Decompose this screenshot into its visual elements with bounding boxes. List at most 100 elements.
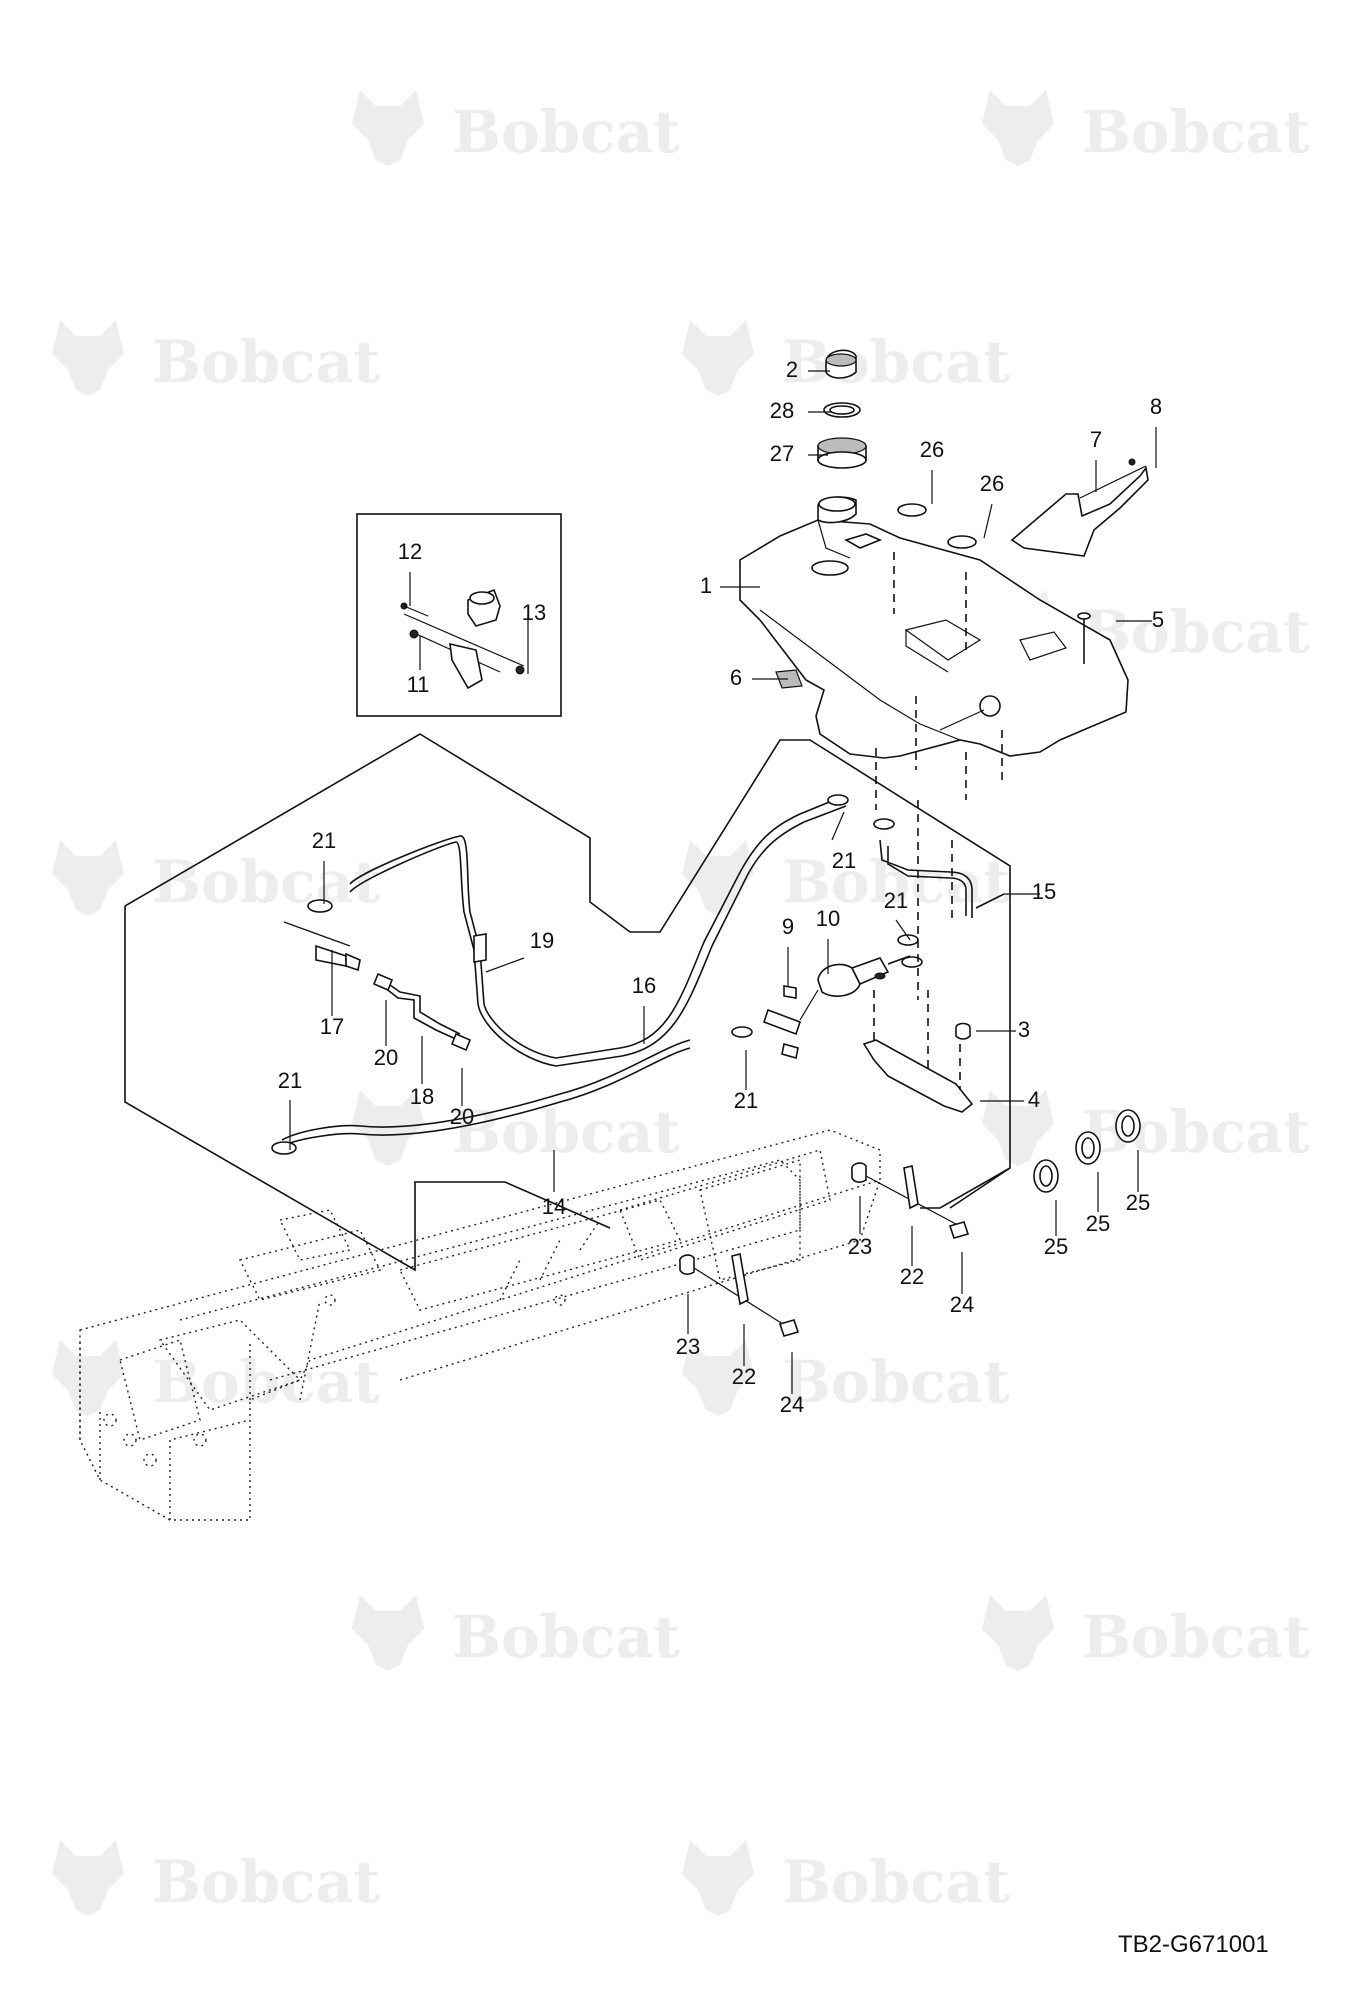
callout-number: 21 <box>312 828 336 853</box>
callout-c19: 19 <box>485 928 554 973</box>
watermark-brand-text: Bobcat <box>152 328 380 396</box>
callout-c26b: 26 <box>980 471 1004 539</box>
bobcat-watermark: Bobcat <box>52 1340 380 1416</box>
callout-c12: 12 <box>398 539 422 606</box>
filler-cap-assembly <box>817 349 977 549</box>
callout-c21a: 21 <box>312 828 336 904</box>
watermark-brand-text: Bobcat <box>152 1848 380 1916</box>
callout-number: 21 <box>884 888 908 913</box>
bobcat-logo-icon <box>682 1340 754 1416</box>
callout-number: 5 <box>1152 607 1164 632</box>
callout-number: 21 <box>734 1088 758 1113</box>
callout-number: 9 <box>782 914 794 939</box>
bobcat-logo-icon <box>52 320 124 396</box>
bobcat-logo-icon <box>352 90 424 166</box>
bobcat-watermark: Bobcat <box>982 1595 1310 1671</box>
bobcat-watermark: Bobcat <box>352 1090 680 1166</box>
callout-number: 23 <box>848 1234 872 1259</box>
callout-c27: 27 <box>770 441 828 466</box>
dashed-leaders <box>875 696 1003 1000</box>
bobcat-logo-icon <box>982 1595 1054 1671</box>
inset-detail-box <box>356 513 562 717</box>
callout-c6: 6 <box>730 665 788 690</box>
callout-c21b: 21 <box>278 1068 302 1150</box>
watermark-brand-text: Bobcat <box>152 1348 380 1416</box>
callout-number: 21 <box>832 848 856 873</box>
watermark-brand-text: Bobcat <box>782 1848 1010 1916</box>
bobcat-watermark: Bobcat <box>52 320 380 396</box>
callout-number: 25 <box>1086 1211 1110 1236</box>
bobcat-logo-icon <box>52 840 124 916</box>
callout-number: 23 <box>676 1334 700 1359</box>
callout-number: 7 <box>1090 427 1102 452</box>
callout-c25a: 25 <box>1126 1150 1150 1215</box>
watermark-brand-text: Bobcat <box>452 1603 680 1671</box>
callout-number: 17 <box>320 1014 344 1039</box>
callout-number: 12 <box>398 539 422 564</box>
callout-c25b: 25 <box>1086 1172 1110 1236</box>
bobcat-logo-icon <box>682 840 754 916</box>
bobcat-watermark: Bobcat <box>682 840 1010 916</box>
callout-c18: 18 <box>410 1036 434 1109</box>
callout-c26a: 26 <box>920 437 944 504</box>
callout-number: 25 <box>1126 1190 1150 1215</box>
bobcat-logo-icon <box>52 1840 124 1916</box>
callout-c4: 4 <box>980 1087 1040 1112</box>
callout-number: 4 <box>1028 1087 1040 1112</box>
callout-c25c: 25 <box>1044 1200 1068 1259</box>
bobcat-watermark: Bobcat <box>682 1840 1010 1916</box>
filter-bracket <box>862 972 974 1113</box>
callout-c2: 2 <box>786 357 830 382</box>
tank-strap <box>775 458 1149 689</box>
callout-number: 28 <box>770 398 794 423</box>
callout-c22a: 22 <box>900 1226 924 1289</box>
callout-c21c: 21 <box>734 1050 758 1113</box>
callout-number: 3 <box>1018 1017 1030 1042</box>
callout-number: 13 <box>522 600 546 625</box>
callout-c13: 13 <box>522 600 546 674</box>
callout-c21e: 21 <box>884 888 911 941</box>
callout-leader-line <box>485 957 525 973</box>
bobcat-watermark: Bobcat <box>52 840 380 916</box>
bobcat-logo-icon <box>682 1840 754 1916</box>
callout-c20b: 20 <box>450 1068 474 1129</box>
watermark-brand-text: Bobcat <box>782 328 1010 396</box>
frame-clamp-hardware <box>679 1162 970 1337</box>
watermark-brand-text: Bobcat <box>452 1098 680 1166</box>
fuel-hoses <box>281 795 1005 1147</box>
watermark-brand-text: Bobcat <box>1082 1603 1310 1671</box>
callout-number: 18 <box>410 1084 434 1109</box>
callout-leader-line <box>831 811 845 841</box>
callout-c23a: 23 <box>848 1196 872 1259</box>
callout-number: 15 <box>1032 879 1056 904</box>
bobcat-watermark: Bobcat <box>352 1595 680 1671</box>
callout-number: 27 <box>770 441 794 466</box>
callout-number: 26 <box>980 471 1004 496</box>
callout-c16: 16 <box>632 973 656 1044</box>
watermark-brand-text: Bobcat <box>152 848 380 916</box>
watermark-brand-text: Bobcat <box>452 98 680 166</box>
spring-clips <box>1033 1109 1141 1193</box>
callout-number: 25 <box>1044 1234 1068 1259</box>
quick-fitting <box>283 921 472 1052</box>
callout-c11: 11 <box>407 636 429 697</box>
drawing-reference-code: TB2-G671001 <box>1118 1931 1269 1958</box>
bobcat-watermark: Bobcat <box>352 90 680 166</box>
bobcat-watermark: Bobcat <box>982 1090 1310 1166</box>
bobcat-logo-icon <box>352 1595 424 1671</box>
callout-c1: 1 <box>700 573 760 598</box>
callout-number: 1 <box>700 573 712 598</box>
fuel-tank <box>739 496 1129 759</box>
callout-number: 20 <box>450 1104 474 1129</box>
callout-c3: 3 <box>976 1017 1030 1042</box>
bobcat-logo-icon <box>352 1090 424 1166</box>
callout-number: 10 <box>816 906 840 931</box>
callout-number: 21 <box>278 1068 302 1093</box>
callout-c23b: 23 <box>676 1294 700 1359</box>
callout-number: 26 <box>920 437 944 462</box>
callout-leader-line <box>895 919 911 941</box>
hose-clamps <box>271 794 919 1155</box>
callout-c8: 8 <box>1150 394 1162 468</box>
